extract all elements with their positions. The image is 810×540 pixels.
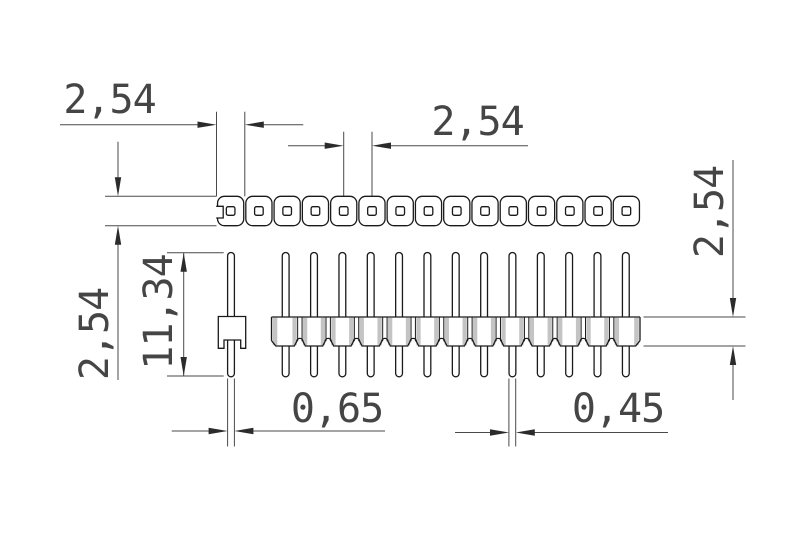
pad-hole [480,206,490,216]
single-pin-insulator-block [217,315,247,349]
dim-label-body-height: 2,54 [686,165,733,258]
pad-hole [395,206,406,216]
pad-hole [310,206,321,216]
pad-hole [282,206,293,216]
pad-hole [593,206,604,216]
dim-label-pad-pitch-center: 2,54 [431,99,524,145]
pad-hole [225,206,236,216]
pad-hole [508,206,519,216]
dim-label-pin-width: 0,65 [290,386,384,432]
dimension-lines [60,111,746,447]
dim-label-pad-row-height: 2,54 [72,287,118,380]
top-view-pad-strip [216,195,641,227]
pad-hole [338,206,349,216]
dim-label-pin-length: 11,34 [135,253,182,370]
single-pin-side-view [217,251,247,378]
dim-label-pin-tail-width: 0,45 [571,386,665,432]
header-pins [281,251,630,378]
side-view-header [270,251,641,378]
single-pin-top [226,251,236,317]
pad-hole [564,206,575,216]
dimension-arrows [114,121,737,436]
single-pin-bottom [226,340,236,378]
header-body-outline [270,316,641,347]
segment-boundaries [297,317,615,342]
strip-edge-notch [216,205,224,219]
dim-label-pad-pitch-edge: 2,54 [63,77,156,123]
pad-hole [536,206,547,216]
pad-hole [367,206,377,216]
pad-hole [253,206,264,216]
pad-hole [451,206,462,216]
pad-hole [423,206,434,216]
pad-hole [621,206,632,216]
